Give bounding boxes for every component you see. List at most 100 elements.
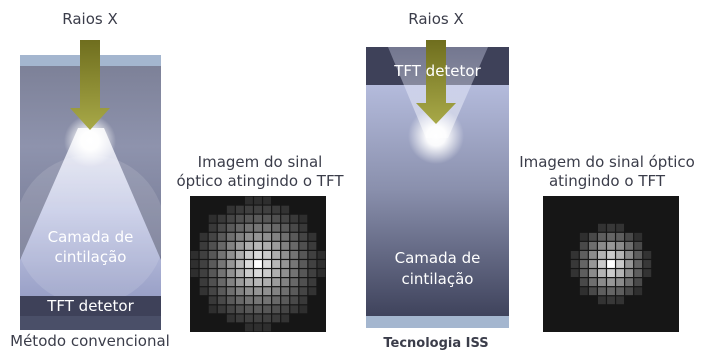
conventional-detector	[20, 40, 161, 330]
signal-pixel	[226, 269, 235, 277]
signal-pixel	[634, 278, 643, 287]
signal-pixel	[272, 296, 281, 305]
signal-pixel	[235, 278, 244, 287]
signal-pixel	[579, 241, 588, 250]
signal-pixel	[263, 269, 271, 277]
signal-pixel	[281, 314, 290, 323]
signal-pixel	[235, 251, 244, 259]
signal-pixel	[308, 251, 317, 259]
signal-pixel	[317, 251, 326, 259]
signal-pixel	[616, 223, 624, 232]
signal-pixel	[226, 214, 235, 223]
signal-pixel	[208, 251, 217, 259]
signal-pixel	[245, 205, 253, 214]
signal-pixel	[634, 251, 643, 259]
signal-pixel	[226, 241, 235, 250]
signal-pixel	[217, 223, 226, 232]
signal-pixel	[199, 269, 208, 277]
signal-pixel	[281, 232, 290, 241]
signal-pixel	[254, 251, 262, 259]
signal-pixel	[317, 260, 326, 268]
iss-tft-label: TFT detetor	[394, 62, 481, 80]
signal-pixel	[281, 214, 290, 223]
signal-pixel	[588, 269, 597, 277]
signal-pixel	[245, 323, 253, 332]
signal-pixel	[588, 260, 597, 268]
signal-pixel	[254, 287, 262, 296]
signal-pixel	[317, 269, 326, 277]
signal-pixel	[226, 223, 235, 232]
signal-pixel	[217, 214, 226, 223]
signal-pixel	[598, 296, 606, 305]
conventional-tft-label: TFT detetor	[47, 297, 134, 315]
signal-pixel	[263, 260, 271, 268]
signal-pixel	[299, 287, 308, 296]
signal-pixel	[598, 269, 606, 277]
signal-pixel	[235, 269, 244, 277]
signal-pixel	[634, 269, 643, 277]
signal-pixel	[245, 232, 253, 241]
signal-pixel	[588, 232, 597, 241]
signal-pixel	[598, 278, 606, 287]
signal-pixel	[245, 260, 253, 268]
signal-pixel	[254, 196, 262, 205]
signal-pixel	[625, 287, 634, 296]
signal-pixel	[254, 323, 262, 332]
signal-pixel	[598, 260, 606, 268]
signal-pixel	[607, 260, 615, 268]
signal-pixel	[245, 296, 253, 305]
signal-pixel	[634, 241, 643, 250]
signal-pixel	[308, 241, 317, 250]
signal-pixel	[263, 278, 271, 287]
signal-pixel	[598, 223, 606, 232]
signal-pixel	[290, 296, 299, 305]
signal-pixel	[263, 232, 271, 241]
signal-pixel	[245, 278, 253, 287]
conventional-xray-label: Raios X	[62, 10, 118, 28]
signal-pixel	[208, 296, 217, 305]
signal-pixel	[281, 260, 290, 268]
iss-scintillation-label-line1: Camada de	[394, 249, 481, 267]
signal-pixel	[254, 214, 262, 223]
signal-pixel	[607, 278, 615, 287]
signal-pixel	[579, 287, 588, 296]
signal-pixel	[217, 305, 226, 314]
signal-pixel	[263, 287, 271, 296]
signal-pixel	[208, 305, 217, 314]
signal-pixel	[226, 260, 235, 268]
signal-pixel	[254, 205, 262, 214]
signal-pixel	[616, 296, 624, 305]
signal-pixel	[272, 223, 281, 232]
signal-pixel	[190, 260, 199, 268]
signal-pixel	[272, 269, 281, 277]
conventional-signal-title-line1: Imagem do sinal	[197, 153, 323, 171]
signal-pixel	[290, 223, 299, 232]
signal-pixel	[570, 251, 579, 259]
conventional-tft-layer	[20, 296, 161, 316]
iss-xray-arrow-icon	[416, 40, 456, 124]
signal-pixel	[235, 287, 244, 296]
signal-pixel	[290, 278, 299, 287]
signal-pixel	[235, 314, 244, 323]
signal-pixel	[254, 260, 262, 268]
iss-light-source	[408, 108, 464, 164]
signal-pixel	[226, 305, 235, 314]
signal-pixel	[290, 305, 299, 314]
signal-pixel	[199, 278, 208, 287]
signal-pixel	[190, 269, 199, 277]
signal-pixel	[616, 278, 624, 287]
signal-pixel	[290, 260, 299, 268]
signal-pixel	[208, 278, 217, 287]
conventional-signal-image	[190, 196, 326, 332]
signal-pixel	[245, 251, 253, 259]
signal-pixel	[598, 232, 606, 241]
signal-pixel	[607, 223, 615, 232]
signal-pixel	[272, 232, 281, 241]
signal-pixel	[290, 241, 299, 250]
iss-signal-title-line2: atingindo o TFT	[548, 172, 666, 190]
signal-pixel	[299, 214, 308, 223]
signal-pixel	[616, 269, 624, 277]
signal-pixel	[208, 232, 217, 241]
conventional-base-layer	[20, 316, 161, 330]
